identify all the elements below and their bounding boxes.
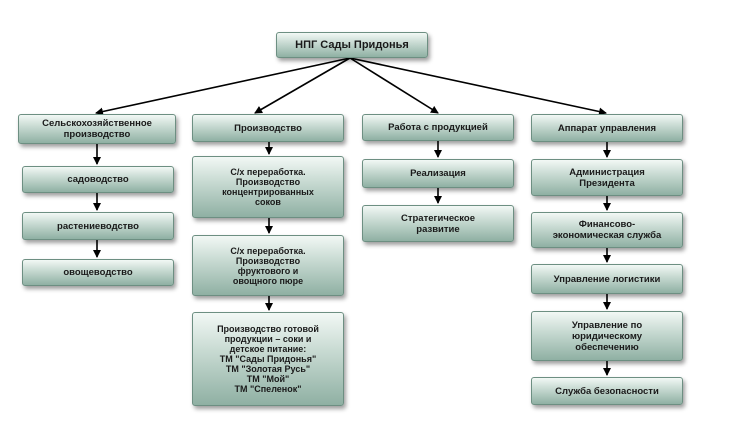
col4-head: Аппарат управления: [531, 114, 683, 142]
col1-head: Сельскохозяйственное производство: [18, 114, 176, 144]
col1-item: овощеводство: [22, 259, 174, 286]
col1-item: растениеводство: [22, 212, 174, 240]
col2-item: С/х переработка. Производство концентрир…: [192, 156, 344, 218]
connector-root-col2: [254, 57, 351, 114]
connector-root-col4: [349, 57, 607, 116]
col4-item: Служба безопасности: [531, 377, 683, 405]
connector-root-col1: [95, 57, 351, 116]
connector-root-col3: [349, 57, 439, 114]
col4-item: Управление по юридическому обеспечению: [531, 311, 683, 361]
col2-head: Производство: [192, 114, 344, 142]
col3-item: Реализация: [362, 159, 514, 188]
col2-item: Производство готовой продукции – соки и …: [192, 312, 344, 406]
col1-item: садоводство: [22, 166, 174, 193]
root-box: НПГ Сады Придонья: [276, 32, 428, 58]
col4-item: Финансово- экономическая служба: [531, 212, 683, 248]
col2-item: С/х переработка. Производство фруктового…: [192, 235, 344, 296]
col4-item: Управление логистики: [531, 264, 683, 294]
col4-item: Администрация Президента: [531, 159, 683, 196]
col3-head: Работа с продукцией: [362, 114, 514, 141]
col3-item: Стратегическое развитие: [362, 205, 514, 242]
